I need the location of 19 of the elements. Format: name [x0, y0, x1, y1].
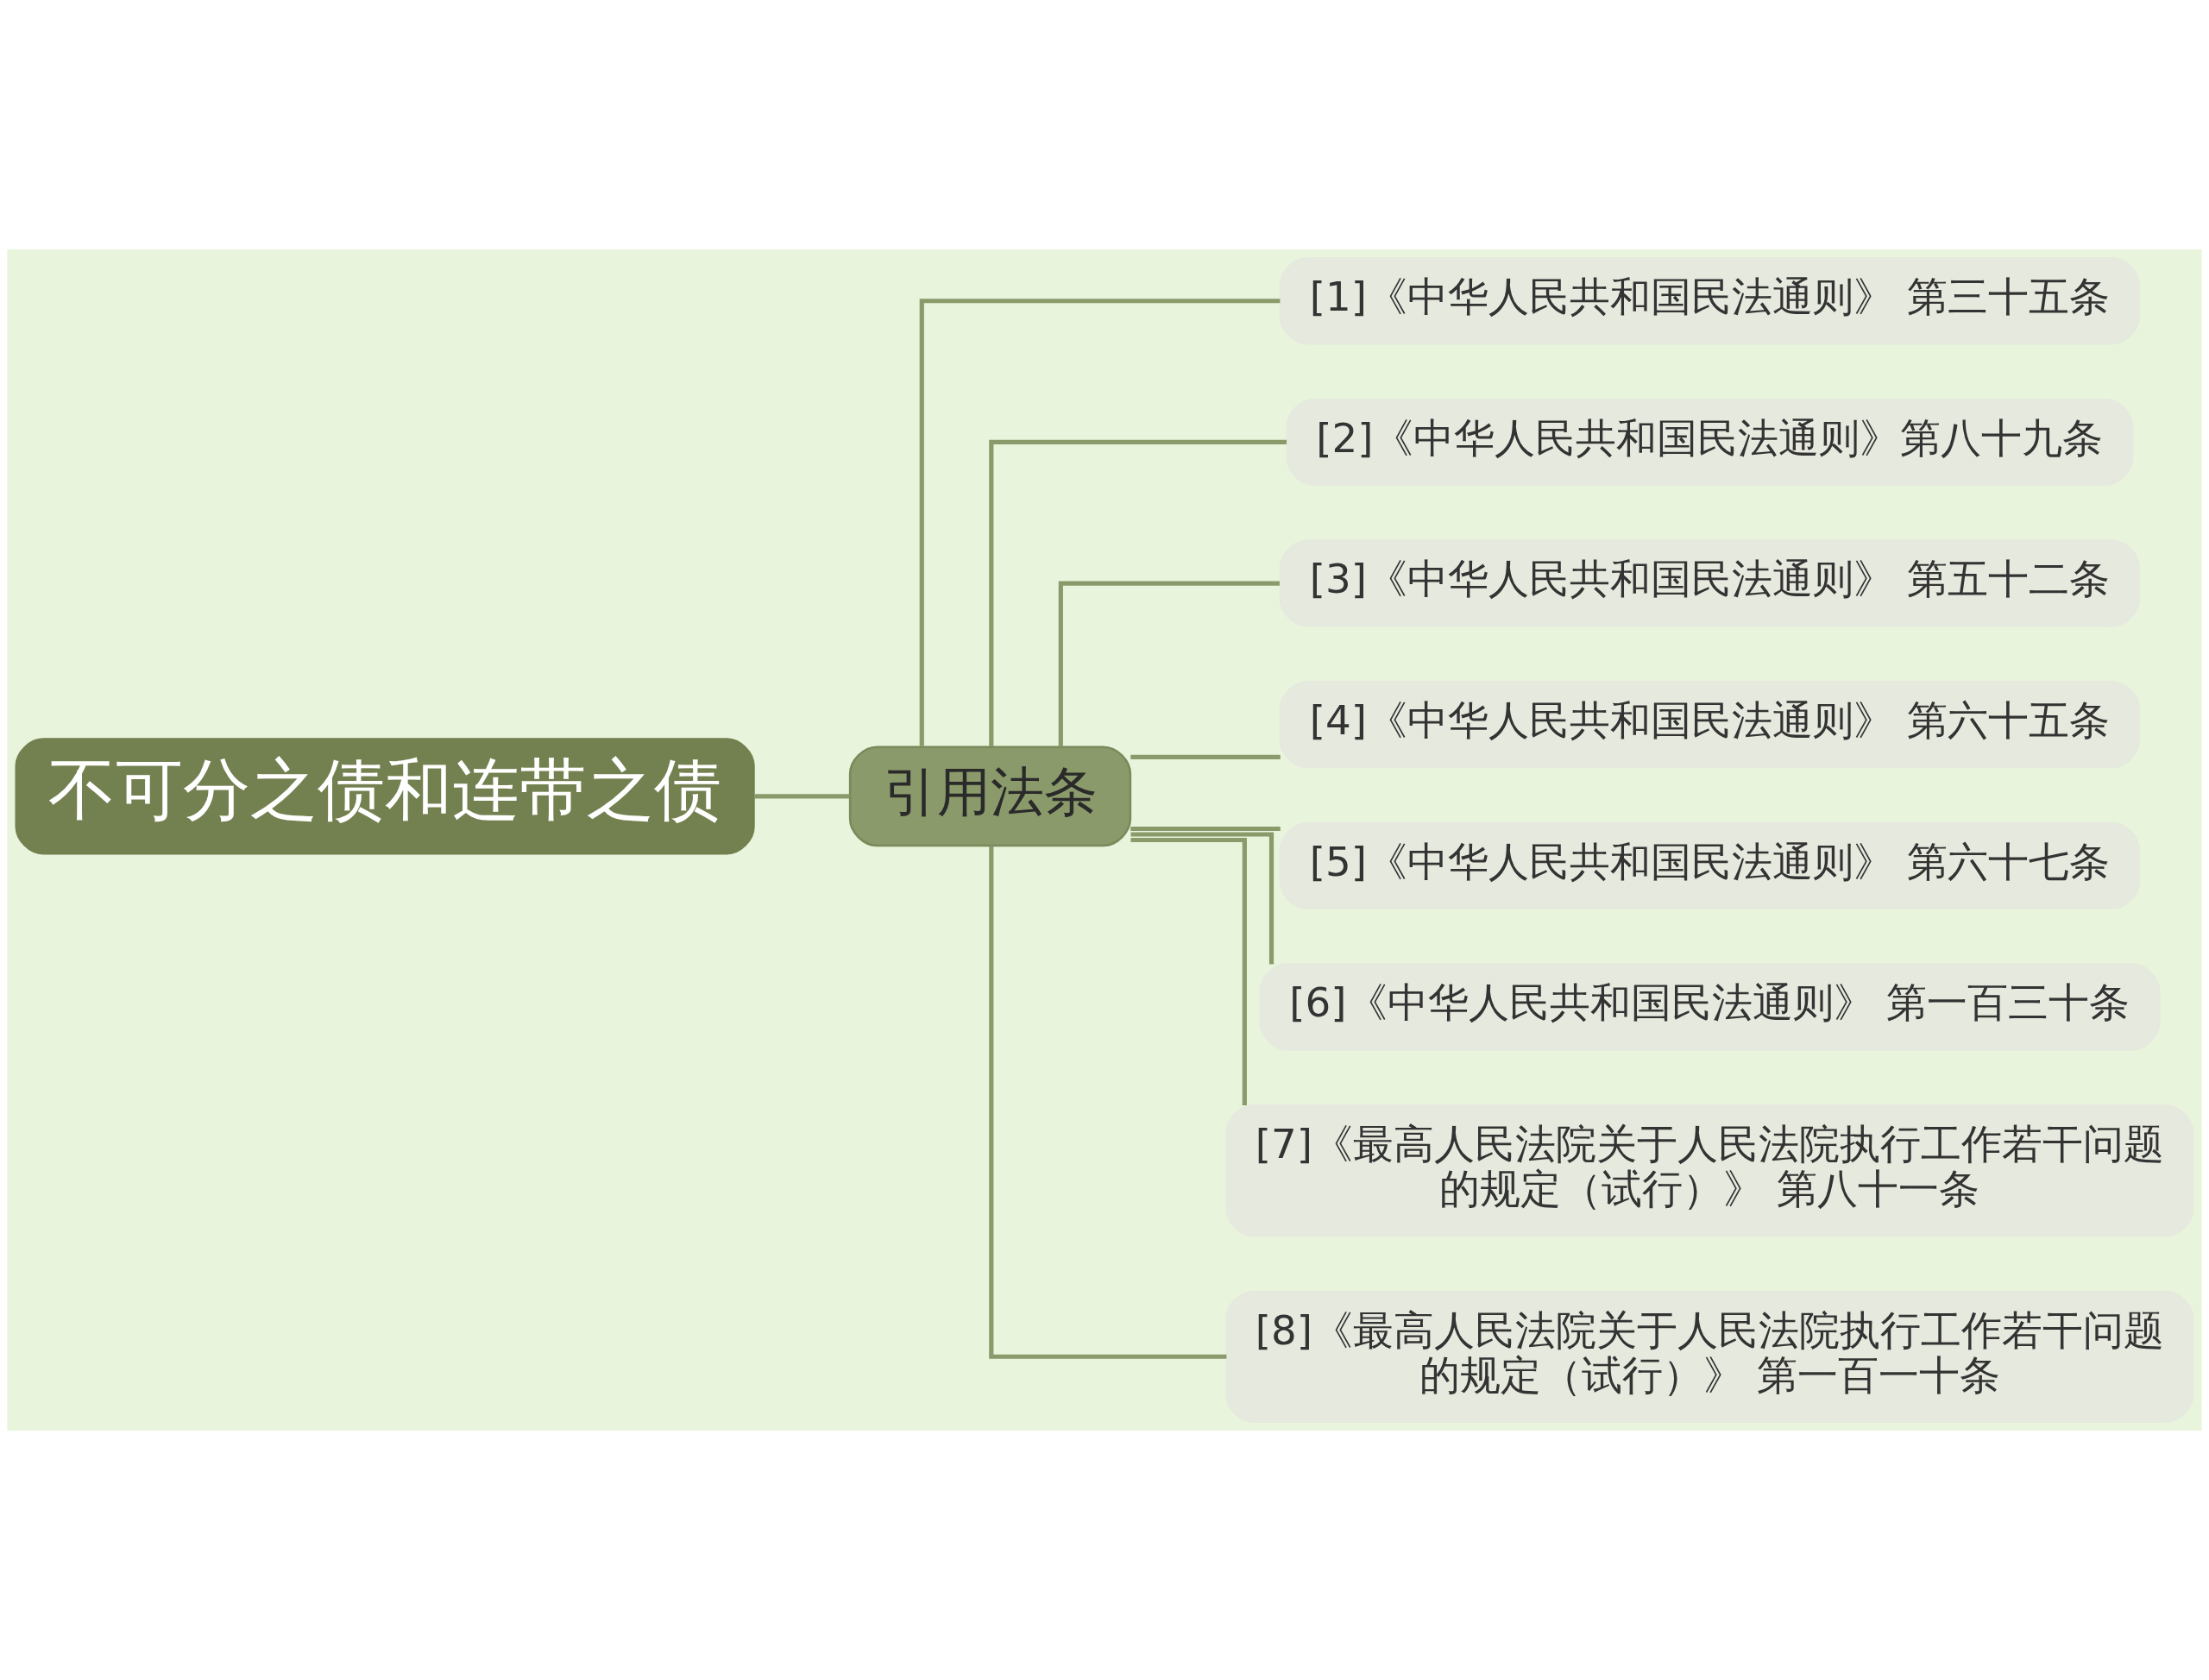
- node-box: [3]《中华人民共和国民法通则》 第五十二条: [1279, 539, 2141, 627]
- node-box: [4]《中华人民共和国民法通则》 第六十五条: [1279, 681, 2141, 769]
- node-box: 引用法条: [848, 746, 1132, 847]
- connector: [1058, 581, 1280, 747]
- connector: [1130, 826, 1281, 832]
- connector: [1130, 832, 1274, 965]
- connector: [754, 794, 850, 799]
- connector: [989, 846, 1227, 1359]
- connector: [919, 299, 1281, 746]
- node-box: [1]《中华人民共和国民法通则》 第三十五条: [1279, 257, 2141, 345]
- connector: [1130, 754, 1281, 759]
- connector: [1130, 837, 1247, 1105]
- connector: [989, 439, 1287, 746]
- node-box: 不可分之债和连带之债: [15, 738, 755, 855]
- node-box: [5]《中华人民共和国民法通则》 第六十七条: [1279, 821, 2141, 910]
- node-box: [6]《中华人民共和国民法通则》 第一百三十条: [1259, 963, 2161, 1051]
- node-box: [7]《最高人民法院关于人民法院执行工作若干问题的规定（试行）》 第八十一条: [1225, 1104, 2194, 1237]
- node-box: [8]《最高人民法院关于人民法院执行工作若干问题的规定（试行）》 第一百一十条: [1225, 1290, 2194, 1423]
- node-box: [2]《中华人民共和国民法通则》第八十九条: [1286, 398, 2134, 487]
